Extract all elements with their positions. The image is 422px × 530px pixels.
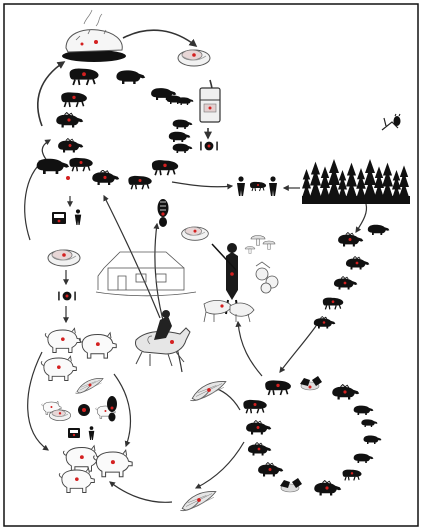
meat-and-person-icon xyxy=(52,209,82,225)
arrow-pigs-loop-right xyxy=(113,373,132,448)
meat-cuts-icon xyxy=(181,226,209,241)
arrow-cycle-small xyxy=(41,139,52,163)
boar-icon xyxy=(363,435,382,444)
rider-with-horses-icon xyxy=(135,310,191,367)
boar-icon xyxy=(151,159,180,176)
boar-icon xyxy=(91,170,120,185)
boar-icon xyxy=(353,453,374,463)
arrow-chain-to-cycle xyxy=(279,325,317,373)
boot-print-icon xyxy=(157,199,169,227)
arrow-cycle-to-roast xyxy=(37,61,66,127)
boar-icon xyxy=(337,232,364,247)
meat-cuts-icon xyxy=(47,249,81,267)
meat-container-icon xyxy=(68,428,80,438)
domestic-pig-icon xyxy=(78,332,117,359)
crows-on-carcass-icon xyxy=(280,478,302,493)
arrow-roast-to-meat xyxy=(122,29,198,47)
boar-icon xyxy=(367,224,390,235)
domestic-pig-icon xyxy=(93,449,133,478)
boar-icon xyxy=(177,97,194,105)
arrow-cycle-to-hunters xyxy=(171,181,234,190)
boot-print-icon xyxy=(107,396,117,422)
boar-icon xyxy=(242,399,268,414)
boar-icon xyxy=(264,379,292,396)
boar-icon xyxy=(172,119,193,129)
boar-icon xyxy=(127,175,153,190)
arrow-cycle-to-hunter-dogs xyxy=(235,320,263,377)
infection-dot xyxy=(66,176,70,180)
boar-icon xyxy=(55,112,84,128)
plate-fork-knife-icon xyxy=(58,291,76,301)
meat-cuts-icon xyxy=(177,49,211,67)
wild-boar-cycle-bottom xyxy=(242,376,382,496)
crows-on-carcass-icon xyxy=(300,376,322,391)
domestic-pig-icon xyxy=(62,445,101,472)
boar-icon xyxy=(116,70,146,84)
conifer-forest-icon xyxy=(302,159,410,204)
arrow-corn-to-pigs xyxy=(109,481,173,503)
boar-icon xyxy=(245,420,272,435)
arrow-pigs-to-cycle xyxy=(24,159,45,241)
boar-icon xyxy=(247,442,272,456)
boar-icon xyxy=(57,138,84,153)
arrow-farm-to-cycle xyxy=(103,194,161,319)
boar-icon xyxy=(168,131,191,142)
mushrooms-icon xyxy=(244,235,276,254)
domestic-pig-icon xyxy=(44,327,81,353)
boar-icon xyxy=(60,91,88,108)
boar-icon xyxy=(322,297,344,310)
arrow-forest-to-chain xyxy=(355,203,368,233)
arrow-cycle-to-corn-bottom xyxy=(194,441,245,489)
owl-on-branch-icon xyxy=(381,113,401,131)
boar-icon xyxy=(353,405,374,415)
raspberries-icon xyxy=(255,261,279,294)
hunter-with-dogs-icon xyxy=(203,243,255,323)
plate-icon xyxy=(78,404,90,416)
boar-icon xyxy=(257,462,284,477)
wild-boar-cycle-top xyxy=(36,9,194,190)
two-hunters-with-boar-icon xyxy=(237,176,277,196)
domestic-pig-icon xyxy=(58,467,95,493)
boar-icon xyxy=(68,157,94,172)
boar-icon xyxy=(341,468,363,481)
farmhouse-sketch-icon xyxy=(95,251,197,297)
boar-icon xyxy=(313,480,342,496)
boar-icon xyxy=(172,143,193,153)
boar-chain xyxy=(313,224,390,329)
boar-icon xyxy=(333,276,358,290)
boar-icon xyxy=(36,158,70,174)
boar-icon xyxy=(345,256,370,270)
figure-frame xyxy=(3,3,419,527)
domestic-pig-icon xyxy=(40,355,77,381)
boar-icon xyxy=(313,316,336,329)
boar-icon xyxy=(361,419,378,427)
arrow-pigs-loop-left xyxy=(27,351,49,451)
roast-pig-on-platter-icon xyxy=(62,9,126,62)
farm-transmission-items-icon xyxy=(48,377,117,440)
plate-fork-knife-icon xyxy=(200,141,218,151)
boar-icon xyxy=(68,67,100,86)
corn-cobs-icon xyxy=(179,491,217,512)
refrigerator-icon xyxy=(199,87,221,123)
boar-icon xyxy=(331,384,360,400)
